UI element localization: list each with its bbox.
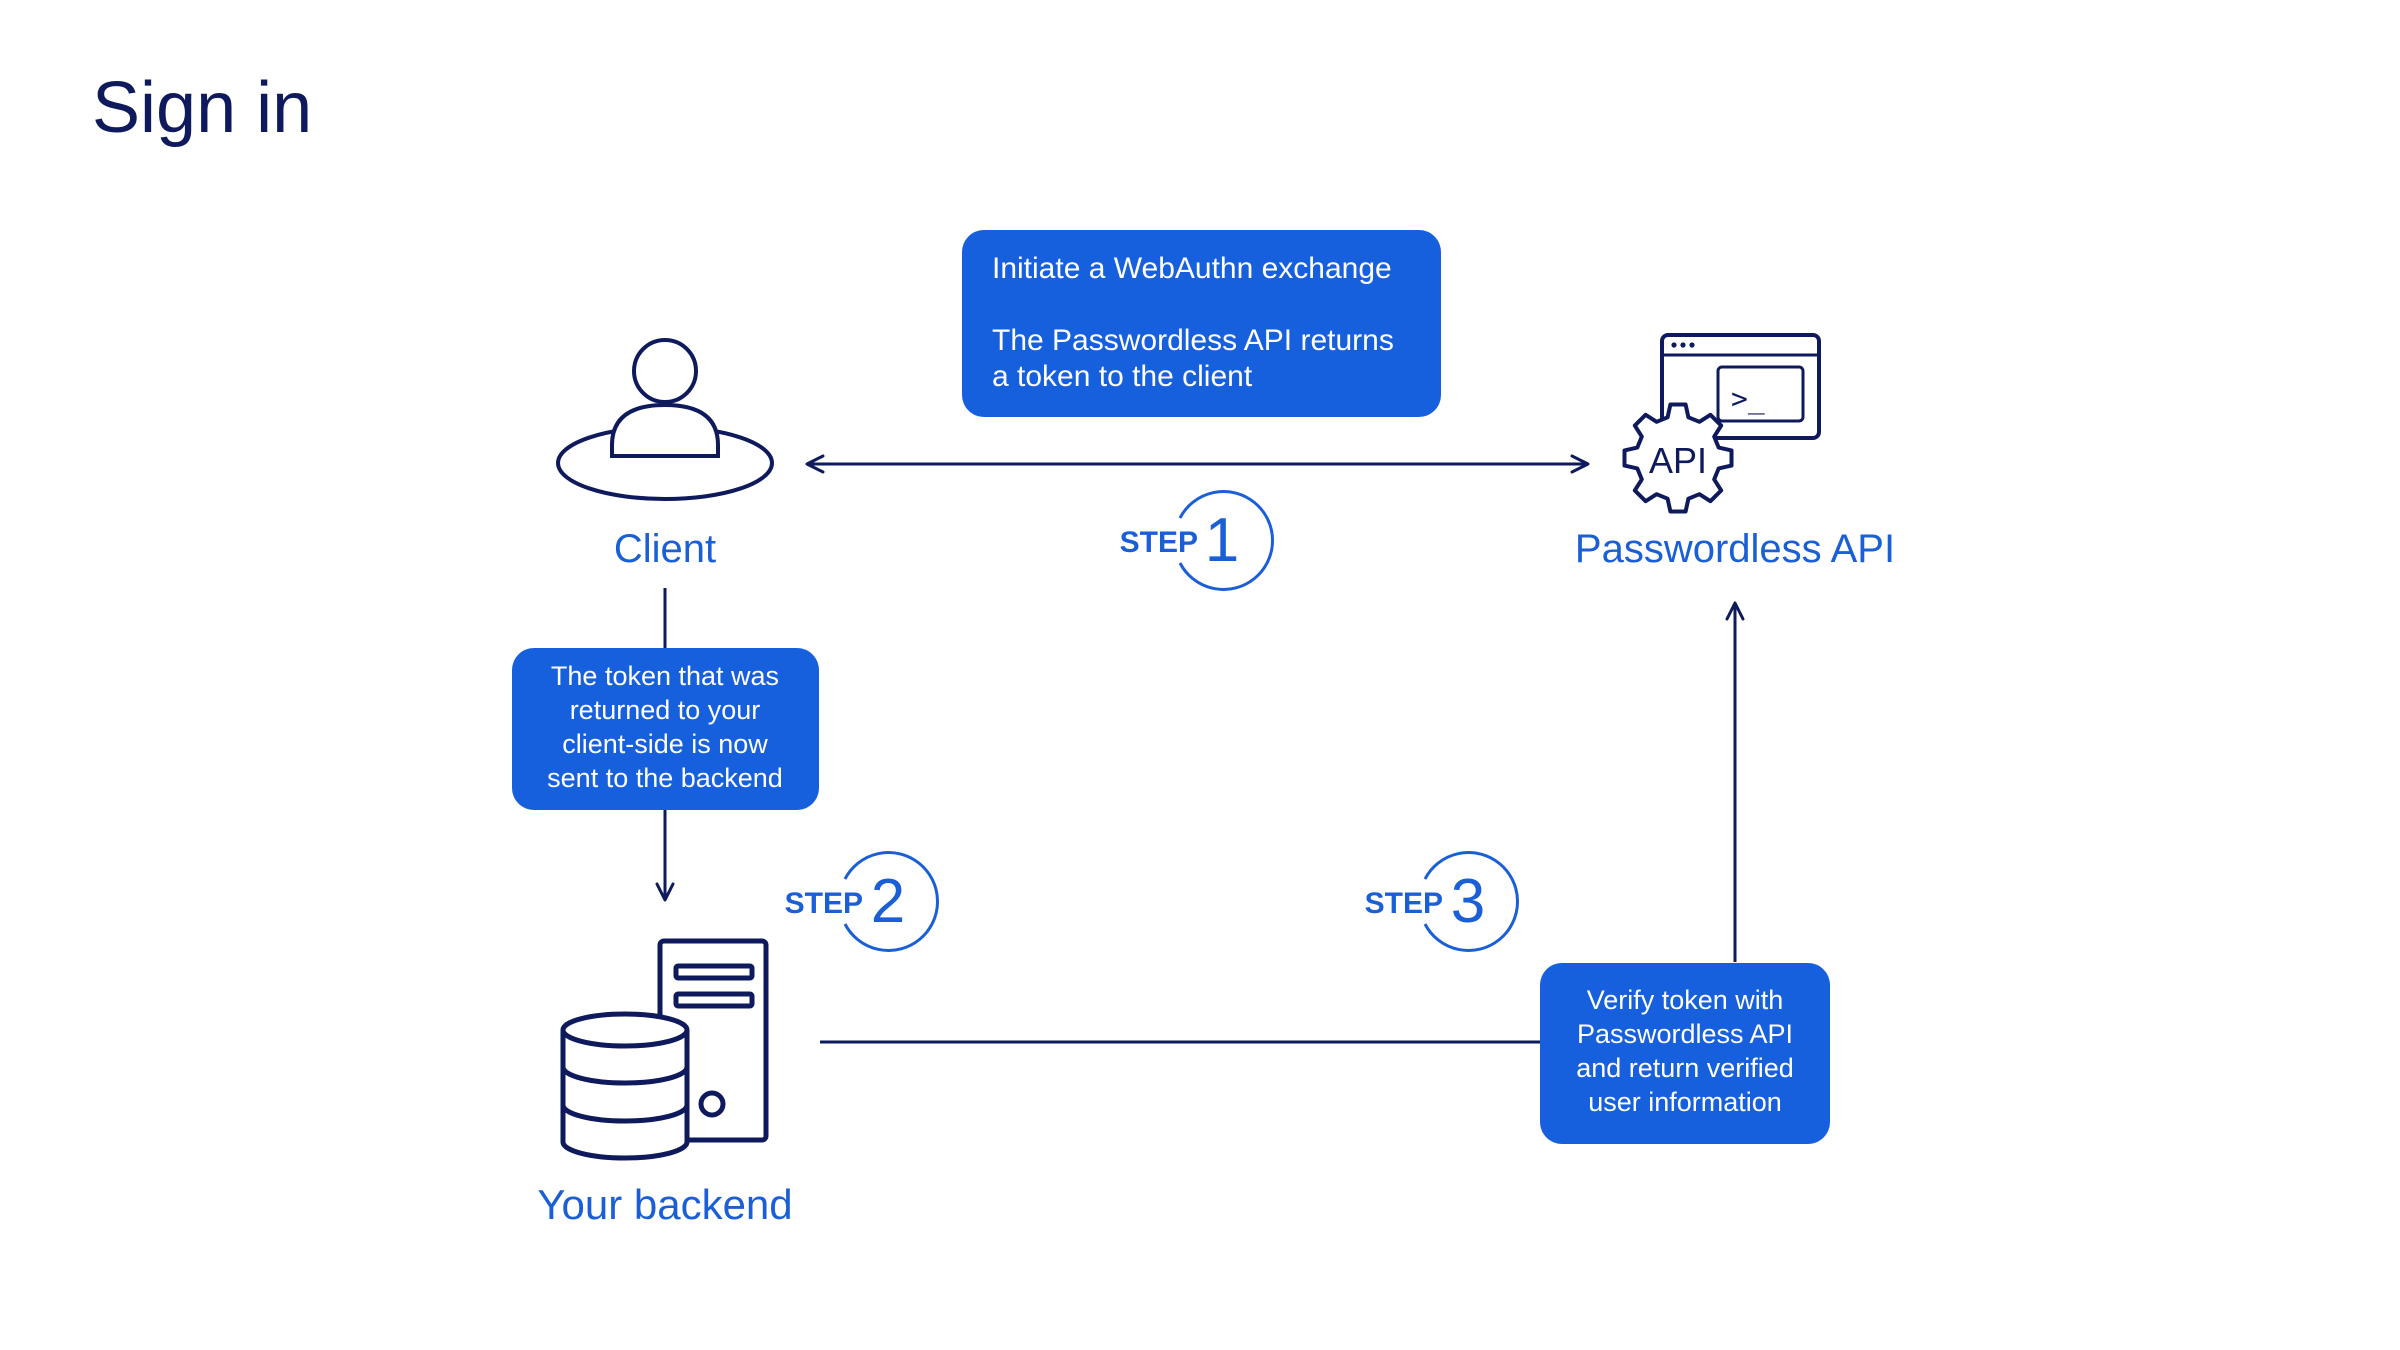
client-label: Client bbox=[614, 527, 716, 571]
page-title: Sign in bbox=[92, 68, 312, 148]
step1-number: 1 bbox=[1205, 506, 1239, 575]
step3-number: 3 bbox=[1451, 867, 1485, 936]
step3-callout-line3: and return verified bbox=[1576, 1053, 1794, 1083]
api-gear-terminal-icon: >_ API bbox=[1622, 333, 1821, 514]
step1-callout-line1: Initiate a WebAuthn exchange bbox=[992, 252, 1392, 285]
step3-word: STEP bbox=[1365, 887, 1443, 920]
api-icon-text: API bbox=[1649, 440, 1707, 481]
step3-callout-line4: user information bbox=[1588, 1087, 1782, 1117]
step2-callout-line1: The token that was bbox=[551, 661, 779, 691]
step2-callout-line3: client-side is now bbox=[562, 729, 768, 759]
step3-callout: Verify token with Passwordless API and r… bbox=[1540, 963, 1830, 1144]
step3-callout-line1: Verify token with bbox=[1587, 985, 1784, 1015]
step1-callout-line2: The Passwordless API returns bbox=[992, 324, 1394, 357]
your-backend-label: Your backend bbox=[537, 1181, 792, 1228]
step2-callout-line2: returned to your bbox=[570, 695, 761, 725]
user-icon bbox=[556, 338, 774, 501]
database-server-icon bbox=[560, 938, 769, 1161]
passwordless-api-label: Passwordless API bbox=[1575, 527, 1895, 571]
gear-icon bbox=[1622, 402, 1734, 514]
step3-badge: STEP 3 bbox=[1365, 851, 1519, 952]
step2-word: STEP bbox=[785, 887, 863, 920]
step1-callout-line3: a token to the client bbox=[992, 360, 1253, 393]
step1-callout: Initiate a WebAuthn exchange The Passwor… bbox=[962, 230, 1441, 417]
step2-badge: STEP 2 bbox=[785, 851, 939, 952]
step2-callout: The token that was returned to your clie… bbox=[512, 648, 819, 810]
step1-badge: STEP 1 bbox=[1120, 490, 1274, 591]
step2-number: 2 bbox=[871, 867, 905, 936]
step2-callout-line4: sent to the backend bbox=[547, 763, 783, 793]
step3-callout-line2: Passwordless API bbox=[1577, 1019, 1793, 1049]
terminal-prompt: >_ bbox=[1731, 382, 1765, 416]
step1-word: STEP bbox=[1120, 526, 1198, 559]
